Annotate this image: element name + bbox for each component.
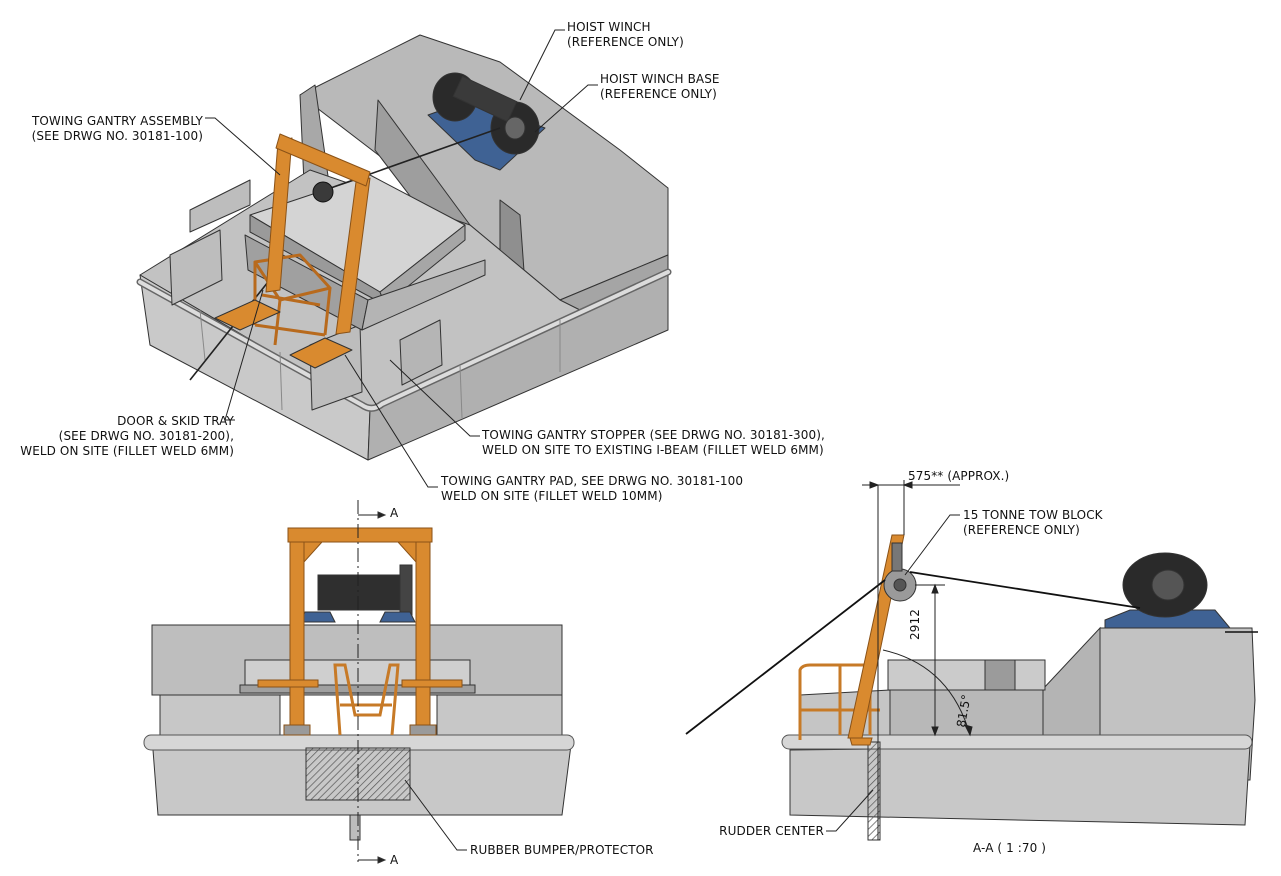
front-view bbox=[143, 500, 575, 864]
hoist-winch-base-line-1: HOIST WINCH BASE bbox=[600, 72, 720, 86]
towing-gantry-pad-callout: TOWING GANTRY PAD, SEE DRWG NO. 30181-10… bbox=[441, 474, 743, 504]
towing-gantry-pad-line-1: TOWING GANTRY PAD, SEE DRWG NO. 30181-10… bbox=[441, 474, 744, 488]
hoist-winch-base-side bbox=[1104, 609, 1232, 629]
hoist-winch-line-2: (REFERENCE ONLY) bbox=[567, 35, 684, 49]
section-marker-bottom: A bbox=[390, 853, 399, 867]
door-skid-tray-line-3: WELD ON SITE (FILLET WELD 6MM) bbox=[20, 444, 234, 458]
tow-block-line-2: (REFERENCE ONLY) bbox=[963, 523, 1080, 537]
gantry-pad-right-iso bbox=[289, 337, 353, 369]
tow-block-callout: 15 TONNE TOW BLOCK (REFERENCE ONLY) bbox=[963, 508, 1103, 538]
dimension-height-label: 2912 bbox=[908, 609, 922, 640]
door-skid-tray-callout: DOOR & SKID TRAY (SEE DRWG NO. 30181-200… bbox=[8, 414, 234, 459]
rubber-bumper-callout: RUBBER BUMPER/PROTECTOR bbox=[470, 843, 654, 857]
rudder bbox=[867, 741, 881, 841]
hoist-winch-front bbox=[317, 574, 403, 611]
hoist-winch-callout: HOIST WINCH (REFERENCE ONLY) bbox=[567, 20, 684, 50]
dimension-lines bbox=[862, 480, 973, 840]
side-view-a-a bbox=[685, 534, 1258, 841]
towing-gantry-assembly-line-2: (SEE DRWG NO. 30181-100) bbox=[31, 129, 203, 143]
towing-gantry-stopper-line-1: TOWING GANTRY STOPPER (SEE DRWG NO. 3018… bbox=[482, 428, 825, 442]
towing-gantry-iso bbox=[265, 133, 371, 335]
section-view-title: A-A ( 1 :70 ) bbox=[973, 841, 1047, 855]
leader-lines bbox=[205, 29, 960, 851]
towing-gantry-stopper-line-2: WELD ON SITE TO EXISTING I-BEAM (FILLET … bbox=[482, 443, 824, 457]
dimension-offset-label: 575** (APPROX.) bbox=[908, 469, 1010, 483]
bumper-rail-side bbox=[781, 734, 1253, 750]
section-marker-top: A bbox=[390, 506, 399, 520]
door-skid-tray-line-1: DOOR & SKID TRAY bbox=[117, 414, 234, 428]
door-skid-tray-line-2: (SEE DRWG NO. 30181-200), bbox=[58, 429, 234, 443]
gantry-pad-left-iso bbox=[214, 299, 281, 331]
hoist-winch-line-1: HOIST WINCH bbox=[567, 20, 651, 34]
hoist-winch-base-line-2: (REFERENCE ONLY) bbox=[600, 87, 717, 101]
towing-gantry-pad-line-2: WELD ON SITE (FILLET WELD 10MM) bbox=[441, 489, 663, 503]
tow-block-line-1: 15 TONNE TOW BLOCK bbox=[963, 508, 1103, 522]
rudder-center-callout: RUDDER CENTER bbox=[719, 824, 824, 838]
hull-side-a-a bbox=[789, 744, 1251, 826]
hoist-winch-base-callout: HOIST WINCH BASE (REFERENCE ONLY) bbox=[600, 72, 720, 102]
towing-gantry-stopper-callout: TOWING GANTRY STOPPER (SEE DRWG NO. 3018… bbox=[482, 428, 825, 458]
isometric-view bbox=[136, 34, 672, 461]
towing-gantry-front bbox=[257, 527, 463, 736]
towing-gantry-assembly-callout: TOWING GANTRY ASSEMBLY (SEE DRWG NO. 301… bbox=[20, 114, 203, 144]
towing-gantry-assembly-line-1: TOWING GANTRY ASSEMBLY bbox=[31, 114, 203, 128]
